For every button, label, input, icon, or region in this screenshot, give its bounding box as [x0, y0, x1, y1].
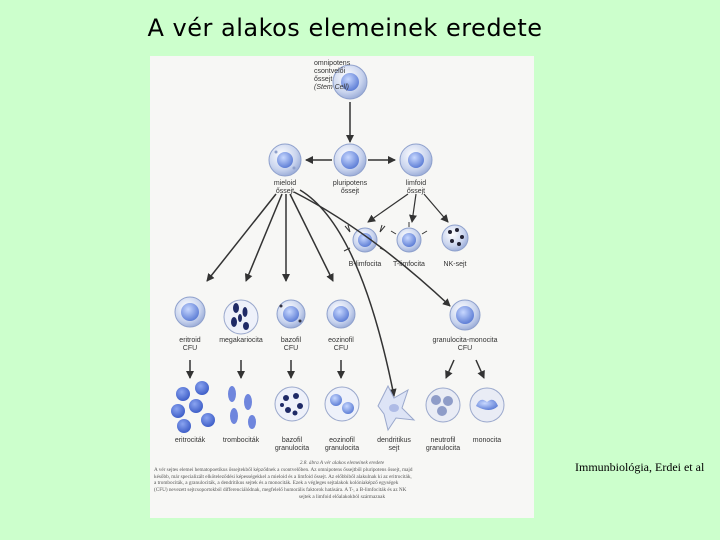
t-lymphocyte: [390, 222, 428, 253]
label-myeloid-1: mieloid: [273, 180, 297, 187]
label-stem-4: (Stem Cell): [314, 84, 350, 91]
label-stem-1: omnipotens: [314, 60, 351, 67]
label-stem-3: őssejt: [314, 76, 333, 83]
label-lymphoid: limfoid őssejt: [396, 180, 436, 196]
label-basophil-gran: bazofil granulocita: [271, 437, 313, 453]
label-lymphoid-2: őssejt: [406, 188, 426, 195]
arrow-to-dendritic: [299, 189, 397, 397]
label-gm-cfu: granulocita-monocita CFU: [430, 337, 500, 353]
label-erythroid-cfu: eritroid CFU: [172, 337, 208, 353]
source-credit: Immunbiológia, Erdei et al: [575, 460, 705, 474]
eosinophil-granulocyte: [324, 386, 360, 422]
label-myeloid-2: őssejt: [275, 188, 295, 195]
label-monocyte: monocita: [472, 437, 502, 444]
label-dendritic-1: dendritikus: [377, 437, 411, 444]
page-title: A vér alakos elemeinek eredete: [147, 14, 543, 42]
arrow-to-nk: [423, 193, 449, 223]
caption-heading: 2.8. ábra A vér alakos elemeinek eredete: [299, 460, 385, 466]
caption-line: a trombociták, a granulociták, a dendrit…: [154, 480, 399, 487]
label-basophil-cfu: bazofil CFU: [273, 337, 309, 353]
label-nk-cell: NK-sejt: [443, 261, 467, 268]
caption-line: később, már specializált elköteleződési …: [154, 473, 412, 480]
label-erythroid-2: CFU: [182, 345, 198, 352]
label-megakaryocyte: megakariocita: [219, 337, 263, 344]
arrow-to-gm: [293, 191, 451, 307]
label-eosinophil-2: granulocita: [324, 445, 360, 452]
label-eosinophil-cfu-1: eozinofil: [328, 337, 354, 344]
monocyte: [469, 387, 505, 423]
nk-cell: [441, 224, 469, 252]
label-dendritic: dendritikus sejt: [372, 437, 416, 453]
label-dendritic-2: sejt: [388, 445, 400, 452]
label-t-lymphocyte: T-limfocita: [393, 261, 425, 268]
label-neutrophil: neutrofil granulocita: [422, 437, 464, 453]
label-eosinophil-cfu: eozinofil CFU: [321, 337, 361, 353]
caption-line: A vér sejtes elemei hematopoetikus őssej…: [154, 466, 413, 473]
arrow-to-neutrophil: [445, 359, 455, 379]
label-b-lymphocyte: B-limfocita: [348, 261, 382, 268]
arrow-to-b: [367, 193, 409, 223]
label-basophil-1: bazofil: [281, 437, 303, 444]
erythrocytes: [171, 381, 215, 433]
label-lymphoid-1: limfoid: [405, 180, 427, 187]
basophil-cfu: [276, 299, 306, 329]
label-neutrophil-1: neutrofil: [430, 437, 456, 444]
figure-caption: 2.8. ábra A vér alakos elemeinek eredete…: [154, 460, 530, 501]
label-gm-cfu-2: CFU: [457, 345, 473, 352]
b-lymphocyte: [343, 224, 387, 253]
label-eosinophil-cfu-2: CFU: [333, 345, 349, 352]
label-myeloid: mieloid őssejt: [265, 180, 305, 196]
label-neutrophil-2: granulocita: [425, 445, 461, 452]
caption-line: (CFU) nevezett sejtcsoportokból differen…: [154, 487, 407, 494]
diagram-panel: omnipotens csontvelői őssejt (Stem Cell)…: [150, 56, 534, 518]
caption-line: sejtek a limfoid előalakokból származnak: [298, 493, 386, 500]
label-gm-cfu-1: granulocita-monocita: [432, 337, 498, 344]
label-stem-2: csontvelői: [314, 68, 346, 75]
label-basophil-cfu-1: bazofil: [280, 337, 302, 344]
arrow-to-t: [409, 193, 417, 223]
eosinophil-cfu: [326, 299, 356, 329]
arrow-to-erythroid: [206, 193, 277, 282]
label-eosinophil-1: eozinofil: [329, 437, 355, 444]
hematopoiesis-diagram: [171, 64, 505, 433]
gm-cfu: [449, 299, 481, 331]
lymphoid-stem-cell: [399, 143, 433, 177]
label-basophil-2: granulocita: [274, 445, 310, 452]
label-pluripotent-1: pluripotens: [332, 180, 368, 187]
pluripotent-stem-cell: [333, 143, 367, 177]
thrombocytes: [228, 386, 256, 429]
megakaryocyte-cell: [223, 299, 259, 335]
stem-cell: [332, 64, 368, 100]
basophil-granulocyte: [274, 386, 310, 422]
label-basophil-cfu-2: CFU: [283, 345, 299, 352]
myeloid-stem-cell: [268, 143, 302, 177]
label-erythrocytes: eritrociták: [174, 437, 206, 444]
dendritic-cell: [377, 384, 416, 432]
erythroid-cfu: [174, 296, 206, 328]
label-stem-cell: omnipotens csontvelői őssejt (Stem Cell): [314, 60, 350, 92]
arrow-to-eosinophil: [289, 193, 334, 282]
label-pluripotent: pluripotens őssejt: [328, 180, 372, 196]
neutrophil-granulocyte: [425, 387, 461, 423]
label-thrombocytes: trombociták: [222, 437, 260, 444]
arrow-to-monocyte: [475, 359, 485, 379]
label-pluripotent-2: őssejt: [340, 188, 360, 195]
label-eosinophil-gran: eozinofil granulocita: [321, 437, 363, 453]
arrow-to-megakaryocyte: [244, 193, 283, 282]
label-erythroid-1: eritroid: [179, 337, 201, 344]
